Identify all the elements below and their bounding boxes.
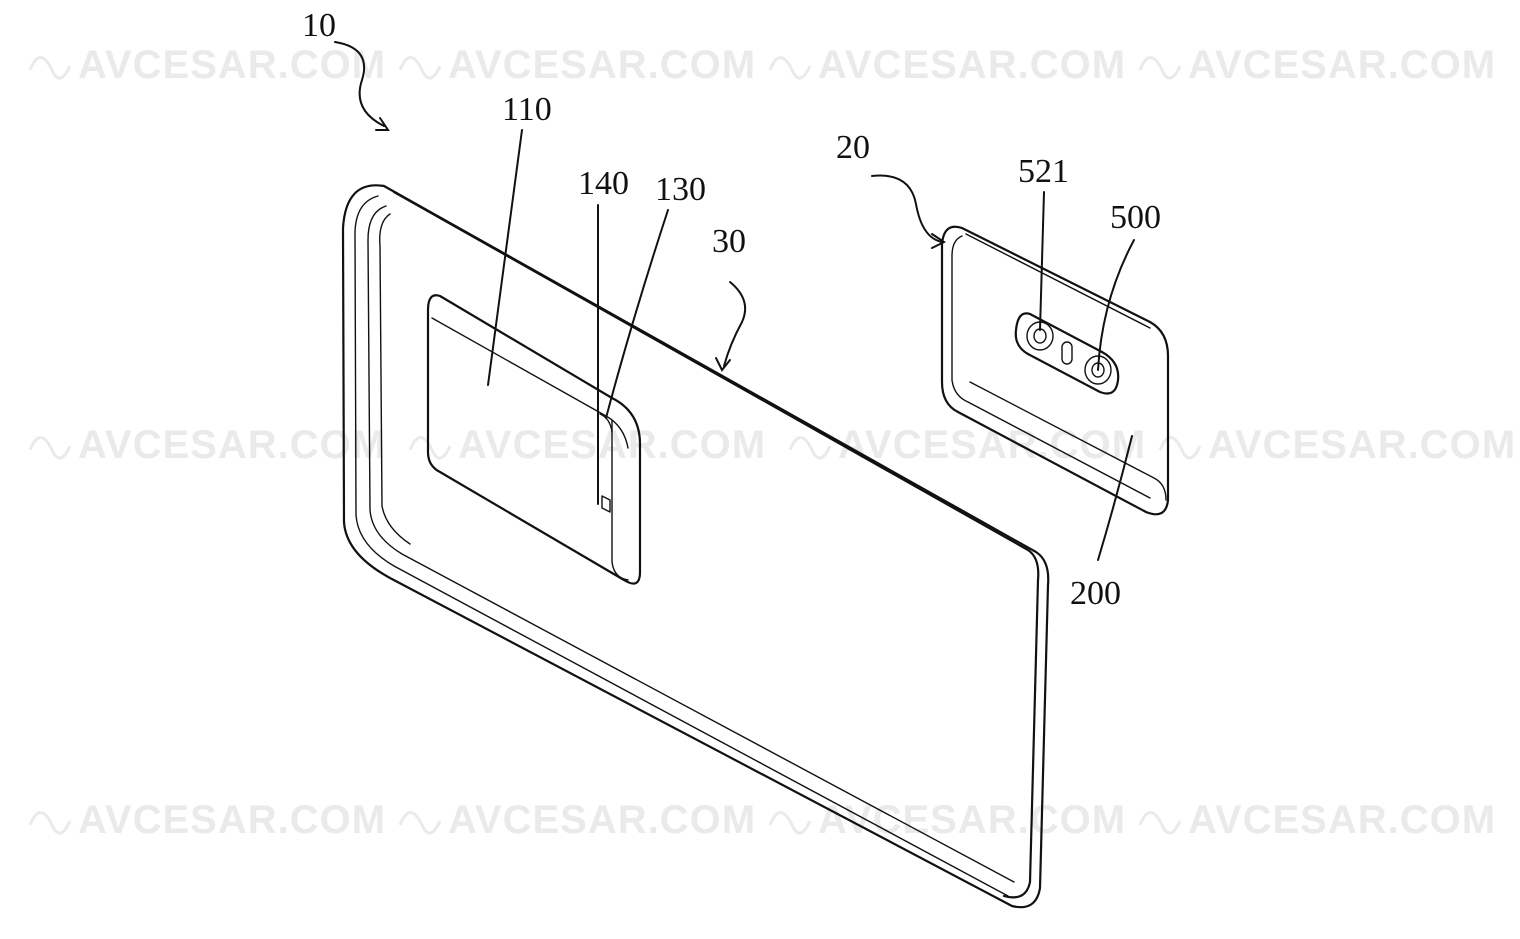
module-outline (940, 225, 1170, 516)
watermark-text: AVCESAR.COM (818, 43, 1126, 87)
phone-side-band-inner-2 (379, 213, 411, 545)
leader-130 (605, 209, 669, 419)
reference-labels: 10 110 140 130 30 20 521 500 200 (302, 7, 1161, 612)
watermark-text: AVCESAR.COM (448, 43, 756, 87)
watermark-text: AVCESAR.COM (818, 798, 1126, 842)
label-10: 10 (302, 7, 336, 44)
leader-20 (871, 174, 943, 243)
label-140: 140 (578, 165, 629, 202)
arrowhead-30 (715, 357, 731, 372)
watermark-text: AVCESAR.COM (1188, 43, 1496, 87)
recess-side-wall (611, 419, 629, 581)
label-110: 110 (502, 91, 552, 128)
lens-island (1014, 312, 1120, 395)
watermark-mark (398, 811, 442, 835)
watermark-text: AVCESAR.COM (1208, 423, 1516, 467)
watermark-text: AVCESAR.COM (448, 798, 756, 842)
watermark-mark (28, 811, 72, 835)
phone-side-band (354, 195, 1009, 897)
phone-outline (341, 184, 1050, 909)
phone-body (341, 184, 1050, 909)
leader-500 (1097, 239, 1135, 371)
lens-right-icon (1084, 355, 1112, 385)
label-20: 20 (836, 129, 870, 166)
label-130: 130 (655, 171, 706, 208)
label-30: 30 (712, 223, 746, 260)
watermark-mark (398, 56, 442, 80)
leader-200 (1097, 435, 1133, 561)
watermark-mark (1158, 436, 1202, 460)
watermark-text: AVCESAR.COM (78, 43, 386, 87)
recess-corner (599, 413, 613, 433)
phone-side-band-inner (367, 205, 1015, 883)
arrowhead-10 (375, 117, 390, 131)
watermark-mark (788, 436, 832, 460)
connector-contact (601, 495, 611, 513)
leader-110 (487, 129, 523, 386)
lens-left-inner-icon (1033, 328, 1047, 344)
leader-10 (334, 41, 385, 127)
watermark-mark (1138, 811, 1182, 835)
leader-lines (334, 41, 1135, 561)
watermark-mark (768, 56, 812, 80)
recess-outline (426, 294, 642, 585)
label-200: 200 (1070, 575, 1121, 612)
watermark-text: AVCESAR.COM (78, 423, 386, 467)
module-bevel-top (965, 233, 1151, 329)
phone-front-face (392, 190, 1040, 899)
watermark-text: AVCESAR.COM (78, 798, 386, 842)
leader-521 (1039, 191, 1045, 331)
arrowhead-20 (931, 233, 946, 249)
watermark-mark (768, 811, 812, 835)
watermark-mark (28, 436, 72, 460)
label-521: 521 (1018, 153, 1069, 190)
watermark-mark (28, 56, 72, 80)
watermark-mark (1138, 56, 1182, 80)
label-500: 500 (1110, 199, 1161, 236)
watermark-mark (408, 436, 452, 460)
module-bevel (969, 381, 1167, 501)
module-front-face (951, 235, 1151, 499)
flash-icon (1061, 341, 1073, 365)
camera-module (940, 225, 1170, 516)
leader-30 (723, 281, 746, 367)
watermark-layer: AVCESAR.COM AVCESAR.COM AVCESAR.COM AVCE… (28, 43, 1516, 842)
watermark-text: AVCESAR.COM (1188, 798, 1496, 842)
